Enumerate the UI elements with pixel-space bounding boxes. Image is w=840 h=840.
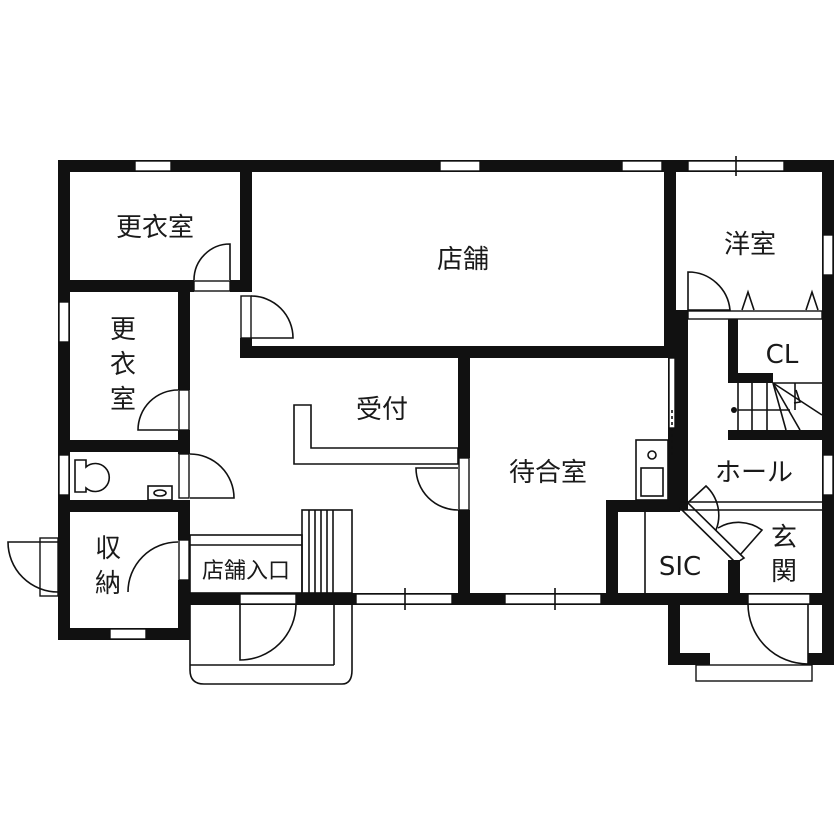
- interior-walls: [58, 160, 834, 640]
- label-entrance-l1: 玄: [771, 523, 797, 553]
- label-entrance-l2: 関: [771, 557, 797, 587]
- label-storage-l2: 納: [95, 569, 121, 599]
- fixtures: [74, 382, 823, 685]
- label-dressing-room-2-l2: 衣: [110, 350, 136, 380]
- label-dressing-room-1: 更衣室: [116, 213, 194, 243]
- label-storage-l1: 収: [95, 534, 121, 564]
- windows: [58, 156, 834, 640]
- label-closet: CL: [766, 340, 799, 370]
- label-shop: 店舗: [437, 245, 489, 275]
- label-hall: ホール: [715, 458, 793, 488]
- room-labels: 更衣室 更 衣 室 店舗 洋室 CL 受付 待合室 ホール 収 納 店舗入口 S…: [95, 213, 799, 599]
- label-dressing-room-2-l3: 室: [110, 385, 136, 415]
- label-dressing-room-2-l1: 更: [110, 315, 136, 345]
- label-waiting-room: 待合室: [509, 458, 587, 488]
- label-sic: SIC: [659, 552, 701, 582]
- doors: [7, 243, 823, 682]
- label-western-room: 洋室: [724, 230, 776, 260]
- label-shop-entrance: 店舗入口: [202, 559, 290, 584]
- label-reception: 受付: [356, 395, 408, 425]
